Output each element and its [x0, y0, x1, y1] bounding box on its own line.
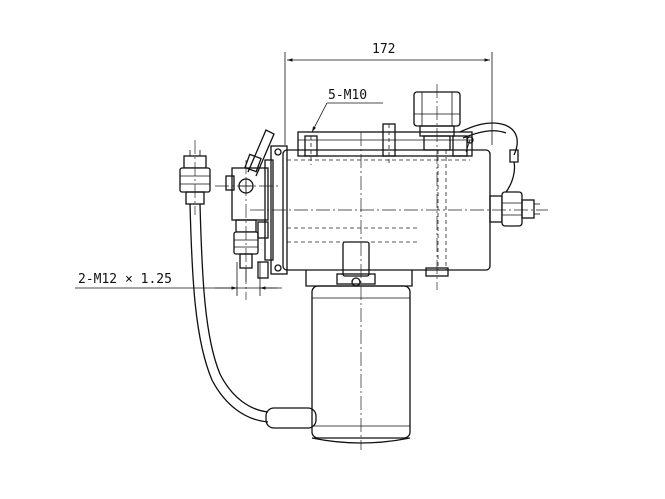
dust-cap-chain: [459, 122, 519, 193]
bottom-boss: [336, 241, 376, 287]
callout-label-5-m10: 5-M10: [328, 88, 367, 103]
dimension-label-172: 172: [372, 42, 395, 57]
pump-block: [264, 145, 491, 277]
motor-body: [305, 270, 413, 444]
callout-label-2-m12: 2-M12 × 1.25: [78, 272, 172, 287]
dimension-172: 172: [284, 42, 493, 145]
callout-5-m10: 5-M10: [311, 88, 383, 133]
callout-2-m12: 2-M12 × 1.25: [75, 262, 282, 296]
cable: [189, 203, 317, 429]
side-port-fitting: [489, 191, 540, 227]
valve-assembly: [225, 129, 275, 282]
centre-lines: [194, 84, 548, 450]
